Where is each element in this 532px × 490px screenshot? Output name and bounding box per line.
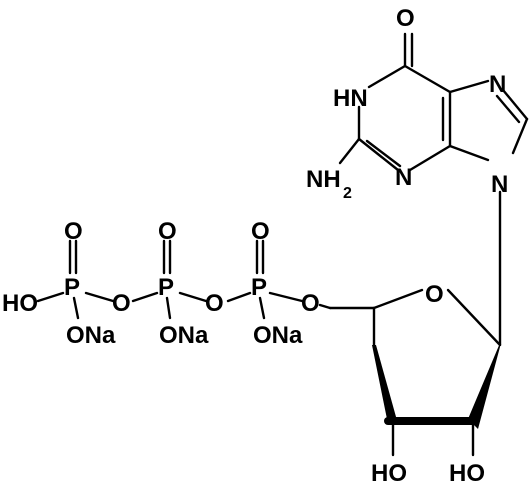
phosphorus-1-label: P	[64, 274, 80, 301]
purine-six-ring-bonds	[357, 32, 452, 172]
n7-label: N	[489, 71, 506, 98]
phosphoryl-oxygen-2-label: O	[158, 218, 177, 245]
hydroxyl-3-label: HO	[371, 460, 407, 487]
bridge-oxygen-2-label: O	[205, 290, 224, 317]
phosphorus-2-label: P	[158, 274, 174, 301]
nh-ring-label: HN	[333, 85, 368, 112]
ester-oxygen-label: O	[301, 290, 320, 317]
sodium-oxide-1-label: ONa	[66, 322, 116, 349]
sodium-oxide-3-label: ONa	[253, 322, 303, 349]
amine-bond	[338, 137, 361, 165]
carbonyl-oxygen-label: O	[396, 5, 415, 32]
phosphoryl-oxygen-3-label: O	[251, 218, 270, 245]
ribose-ring-bonds	[372, 288, 502, 457]
hydroxyl-2-label: HO	[449, 460, 485, 487]
c5-o-bond	[318, 303, 332, 310]
ribose-oxygen-label: O	[425, 281, 444, 308]
phosphate-chain-bonds	[36, 239, 304, 320]
sodium-oxide-2-label: ONa	[159, 322, 209, 349]
amine-subscript-label: 2	[343, 185, 352, 202]
bridge-oxygen-1-label: O	[112, 290, 131, 317]
terminal-hydroxyl-label: HO	[2, 290, 38, 317]
n9-label: N	[491, 171, 508, 198]
phosphorus-3-label: P	[251, 274, 267, 301]
phosphoryl-oxygen-1-label: O	[64, 218, 83, 245]
n3-label: N	[395, 164, 412, 191]
purine-five-ring-bonds	[448, 79, 529, 162]
amine-label: NH	[306, 166, 341, 193]
